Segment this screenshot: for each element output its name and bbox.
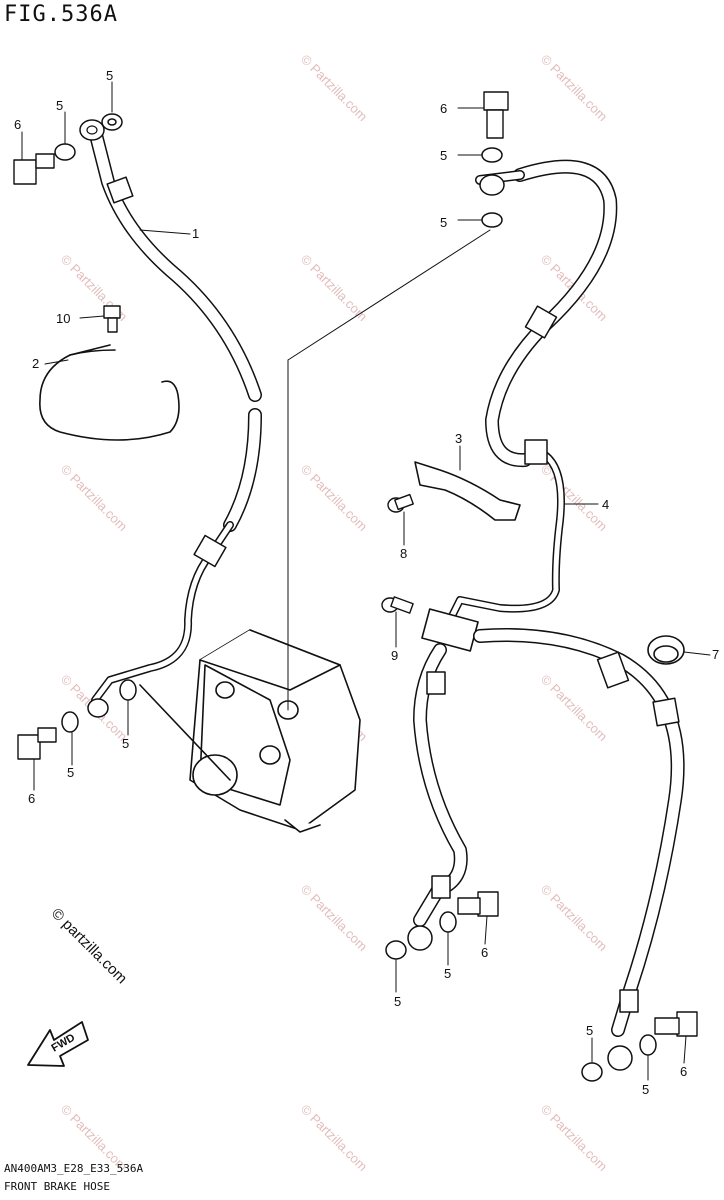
washer bbox=[581, 1062, 603, 1082]
watermark: © Partzilla.com bbox=[538, 672, 611, 745]
bracket-3 bbox=[414, 461, 521, 521]
banjo-bolt bbox=[483, 91, 509, 139]
brake-hose-4 bbox=[441, 159, 618, 634]
watermark: © Partzilla.com bbox=[298, 252, 371, 325]
watermark: © Partzilla.com bbox=[58, 462, 131, 535]
callout-6: 6 bbox=[481, 945, 488, 960]
washer bbox=[107, 118, 117, 126]
callout-5: 5 bbox=[122, 736, 129, 751]
washer bbox=[481, 147, 503, 163]
brake-hose-left-caliper bbox=[407, 643, 468, 951]
watermark: © Partzilla.com bbox=[298, 882, 371, 955]
callout-1: 1 bbox=[192, 226, 199, 241]
washer bbox=[54, 143, 76, 161]
callout-labels: 6 5 5 1 10 2 6 5 5 3 4 8 9 7 5 5 6 5 5 6… bbox=[14, 68, 719, 1097]
callout-8: 8 bbox=[400, 546, 407, 561]
banjo-bolts bbox=[13, 91, 698, 1037]
forward-arrow-icon bbox=[27, 1021, 89, 1067]
watermark: © Partzilla.com bbox=[538, 882, 611, 955]
watermark: © Partzilla.com bbox=[298, 52, 371, 125]
figure-title: FIG.536A bbox=[4, 2, 118, 27]
callout-5: 5 bbox=[440, 215, 447, 230]
hose-clamp-7 bbox=[647, 635, 685, 665]
bolt-8 bbox=[387, 493, 414, 513]
bolt-9 bbox=[381, 596, 414, 614]
brake-hose-right-caliper bbox=[473, 628, 685, 1071]
bolt-10 bbox=[103, 305, 121, 333]
watermark-layer: © Partzilla.com © Partzilla.com © Partzi… bbox=[58, 52, 611, 1175]
washer bbox=[385, 940, 407, 960]
watermark: © Partzilla.com bbox=[298, 1102, 371, 1175]
callout-4: 4 bbox=[602, 497, 609, 512]
leader-line bbox=[287, 229, 491, 711]
callout-5: 5 bbox=[444, 966, 451, 981]
callout-5: 5 bbox=[440, 148, 447, 163]
callout-3: 3 bbox=[455, 431, 462, 446]
model-code: AN400AM3_E28_E33_536A bbox=[4, 1162, 144, 1175]
callout-2: 2 bbox=[32, 356, 39, 371]
banjo-bolt bbox=[17, 727, 57, 760]
callout-9: 9 bbox=[391, 648, 398, 663]
brake-hose-1 bbox=[79, 119, 262, 718]
callout-6: 6 bbox=[28, 791, 35, 806]
callout-6: 6 bbox=[440, 101, 447, 116]
hose-clamp-2 bbox=[39, 344, 180, 441]
figure-caption: FRONT BRAKE HOSE bbox=[4, 1180, 110, 1193]
watermark: © Partzilla.com bbox=[538, 1102, 611, 1175]
banjo-bolt bbox=[457, 891, 499, 917]
callout-5: 5 bbox=[394, 994, 401, 1009]
callout-7: 7 bbox=[712, 647, 719, 662]
washer bbox=[61, 711, 79, 733]
watermark: © Partzilla.com bbox=[538, 462, 611, 535]
callout-leaders bbox=[21, 81, 711, 1081]
banjo-bolt bbox=[13, 153, 55, 185]
washer bbox=[481, 212, 503, 228]
three-way-joint bbox=[421, 608, 479, 652]
callout-10: 10 bbox=[56, 311, 70, 326]
callout-5: 5 bbox=[642, 1082, 649, 1097]
callout-5: 5 bbox=[67, 765, 74, 780]
callout-6: 6 bbox=[680, 1064, 687, 1079]
washer bbox=[119, 679, 137, 701]
callout-5: 5 bbox=[586, 1023, 593, 1038]
callout-5: 5 bbox=[106, 68, 113, 83]
washer bbox=[639, 1034, 657, 1056]
watermark: © Partzilla.com bbox=[298, 462, 371, 535]
washer bbox=[439, 911, 457, 933]
banjo-bolt bbox=[654, 1011, 698, 1037]
callout-5: 5 bbox=[56, 98, 63, 113]
callout-6: 6 bbox=[14, 117, 21, 132]
watermark: © Partzilla.com bbox=[538, 52, 611, 125]
